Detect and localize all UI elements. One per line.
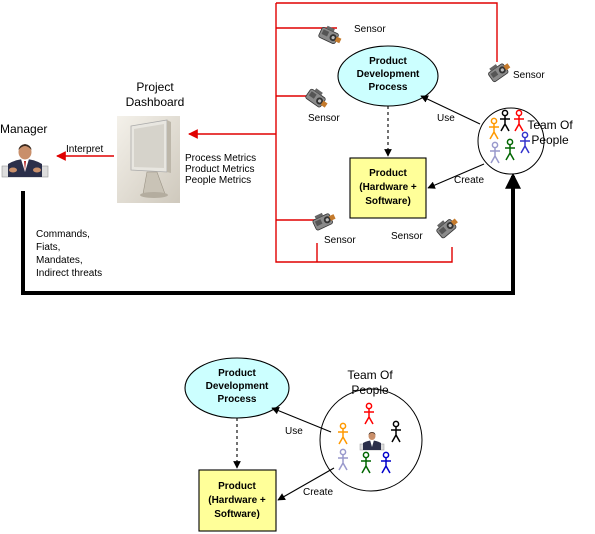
sensor-camera-icon [304, 85, 332, 111]
create-arrow-top [427, 163, 485, 189]
process-label-line-2: Development [206, 381, 269, 392]
product-box-top: Product (Hardware + Software) [349, 157, 427, 219]
command-threats: Indirect threats [36, 268, 102, 279]
sensor-camera-icon [310, 208, 338, 232]
create-label-top: Create [454, 175, 484, 186]
process-label-line-1: Product [218, 368, 256, 379]
commands-list: Commands, Fiats, Mandates, Indirect thre… [36, 229, 102, 279]
product-label-line-2: (Hardware + [359, 182, 417, 193]
process-label-line-1: Product [369, 56, 407, 67]
create-arrow-bottom [277, 467, 335, 501]
command-mandates: Mandates, [36, 255, 83, 266]
product-label-line-3: Software) [365, 196, 411, 207]
sensor-camera-icon [433, 213, 461, 240]
sensor-label: Sensor [513, 70, 545, 81]
command-fiats: Fiats, [36, 242, 60, 253]
product-label-line-2: (Hardware + [208, 495, 266, 506]
dashboard-title-line-1: Project [136, 80, 174, 94]
process-label-line-3: Process [369, 82, 408, 93]
process-ellipse-top: Product Development Process [337, 45, 439, 107]
team-label-line-2: People [351, 383, 389, 397]
team-label-line-1: Team Of [347, 368, 393, 382]
product-label-line-3: Software) [214, 509, 260, 520]
use-label-bottom: Use [285, 426, 303, 437]
use-arrow-top [420, 95, 481, 125]
product-label-line-1: Product [369, 168, 407, 179]
dashboard-title-line-2: Dashboard [126, 95, 185, 109]
command-commands: Commands, [36, 229, 90, 240]
sensor-label: Sensor [391, 231, 423, 242]
create-label-bottom: Create [303, 487, 333, 498]
feedback-arrow [21, 172, 521, 295]
sensor-network [275, 2, 498, 263]
product-box-bottom: Product (Hardware + Software) [198, 469, 277, 532]
manager-portrait-icon [1, 144, 49, 178]
sensor-label: Sensor [308, 113, 340, 124]
metrics-list: Process Metrics Product Metrics People M… [185, 153, 256, 186]
sensor-camera-icon [485, 57, 513, 83]
product-label-line-1: Product [218, 481, 256, 492]
metric-product: Product Metrics [185, 164, 254, 175]
manager-label: Manager [0, 122, 47, 136]
interpret-label: Interpret [66, 144, 103, 155]
metric-people: People Metrics [185, 175, 251, 186]
team-label-line-1: Team Of [527, 118, 573, 132]
use-arrow-bottom [271, 407, 332, 433]
sensor-label: Sensor [324, 235, 356, 246]
process-label-line-2: Development [357, 69, 420, 80]
manager-portrait-icon [359, 432, 385, 451]
team-label-line-2: People [531, 133, 569, 147]
computer-monitor-icon [117, 116, 180, 203]
process-label-line-3: Process [218, 394, 257, 405]
sensor-camera-icon [317, 23, 345, 47]
sensor-label: Sensor [354, 24, 386, 35]
use-label-top: Use [437, 113, 455, 124]
metric-process: Process Metrics [185, 153, 256, 164]
